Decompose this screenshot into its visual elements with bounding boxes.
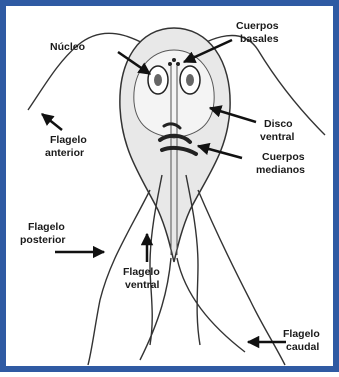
nucleus-left-inner bbox=[154, 74, 162, 86]
basal-body-3 bbox=[172, 58, 176, 62]
basal-body-2 bbox=[176, 62, 180, 66]
label-flagelo-caudal-2: caudal bbox=[286, 341, 319, 353]
nucleus-right-inner bbox=[186, 74, 194, 86]
label-nucleo: Núcleo bbox=[50, 41, 85, 53]
label-flagelo-posterior-2: posterior bbox=[20, 234, 66, 246]
label-cuerpos-basales-1: Cuerpos bbox=[236, 20, 279, 32]
label-cuerpos-basales-2: basales bbox=[240, 33, 279, 45]
label-flagelo-anterior-1: Flagelo bbox=[50, 134, 87, 146]
basal-body-1 bbox=[168, 62, 172, 66]
label-cuerpos-medianos-1: Cuerpos bbox=[262, 151, 305, 163]
label-flagelo-anterior-2: anterior bbox=[45, 147, 84, 159]
label-flagelo-ventral-1: Flagelo bbox=[123, 266, 160, 278]
label-flagelo-caudal-1: Flagelo bbox=[283, 328, 320, 340]
label-disco-ventral-2: ventral bbox=[260, 131, 295, 143]
label-flagelo-posterior-1: Flagelo bbox=[28, 221, 65, 233]
label-cuerpos-medianos-2: medianos bbox=[256, 164, 305, 176]
label-flagelo-ventral-2: ventral bbox=[125, 279, 160, 291]
label-disco-ventral-1: Disco bbox=[264, 118, 293, 130]
